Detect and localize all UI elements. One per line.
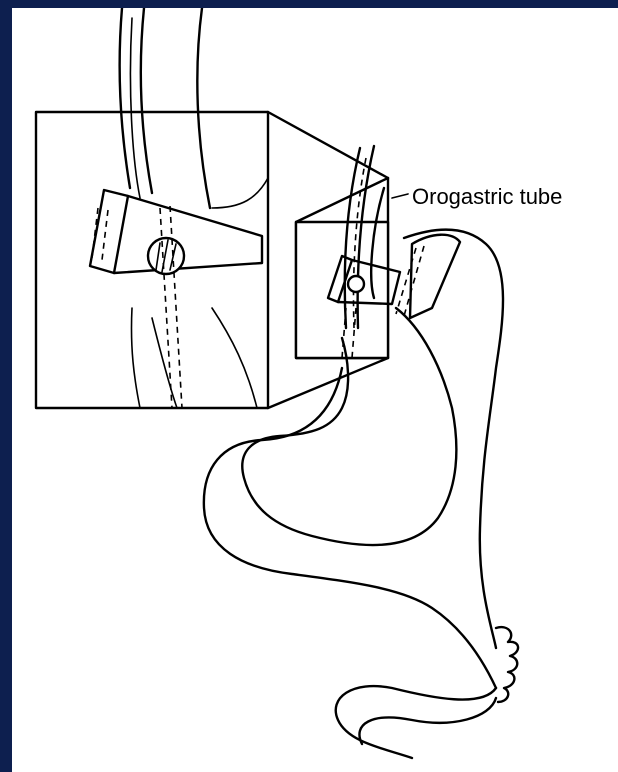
figure-panel: Orogastric tube bbox=[12, 8, 618, 772]
magnified-inset bbox=[36, 8, 268, 408]
magnification-lines bbox=[268, 112, 388, 408]
orogastric-tube-label: Orogastric tube bbox=[412, 184, 562, 210]
gastric-banding-illustration bbox=[12, 8, 618, 772]
